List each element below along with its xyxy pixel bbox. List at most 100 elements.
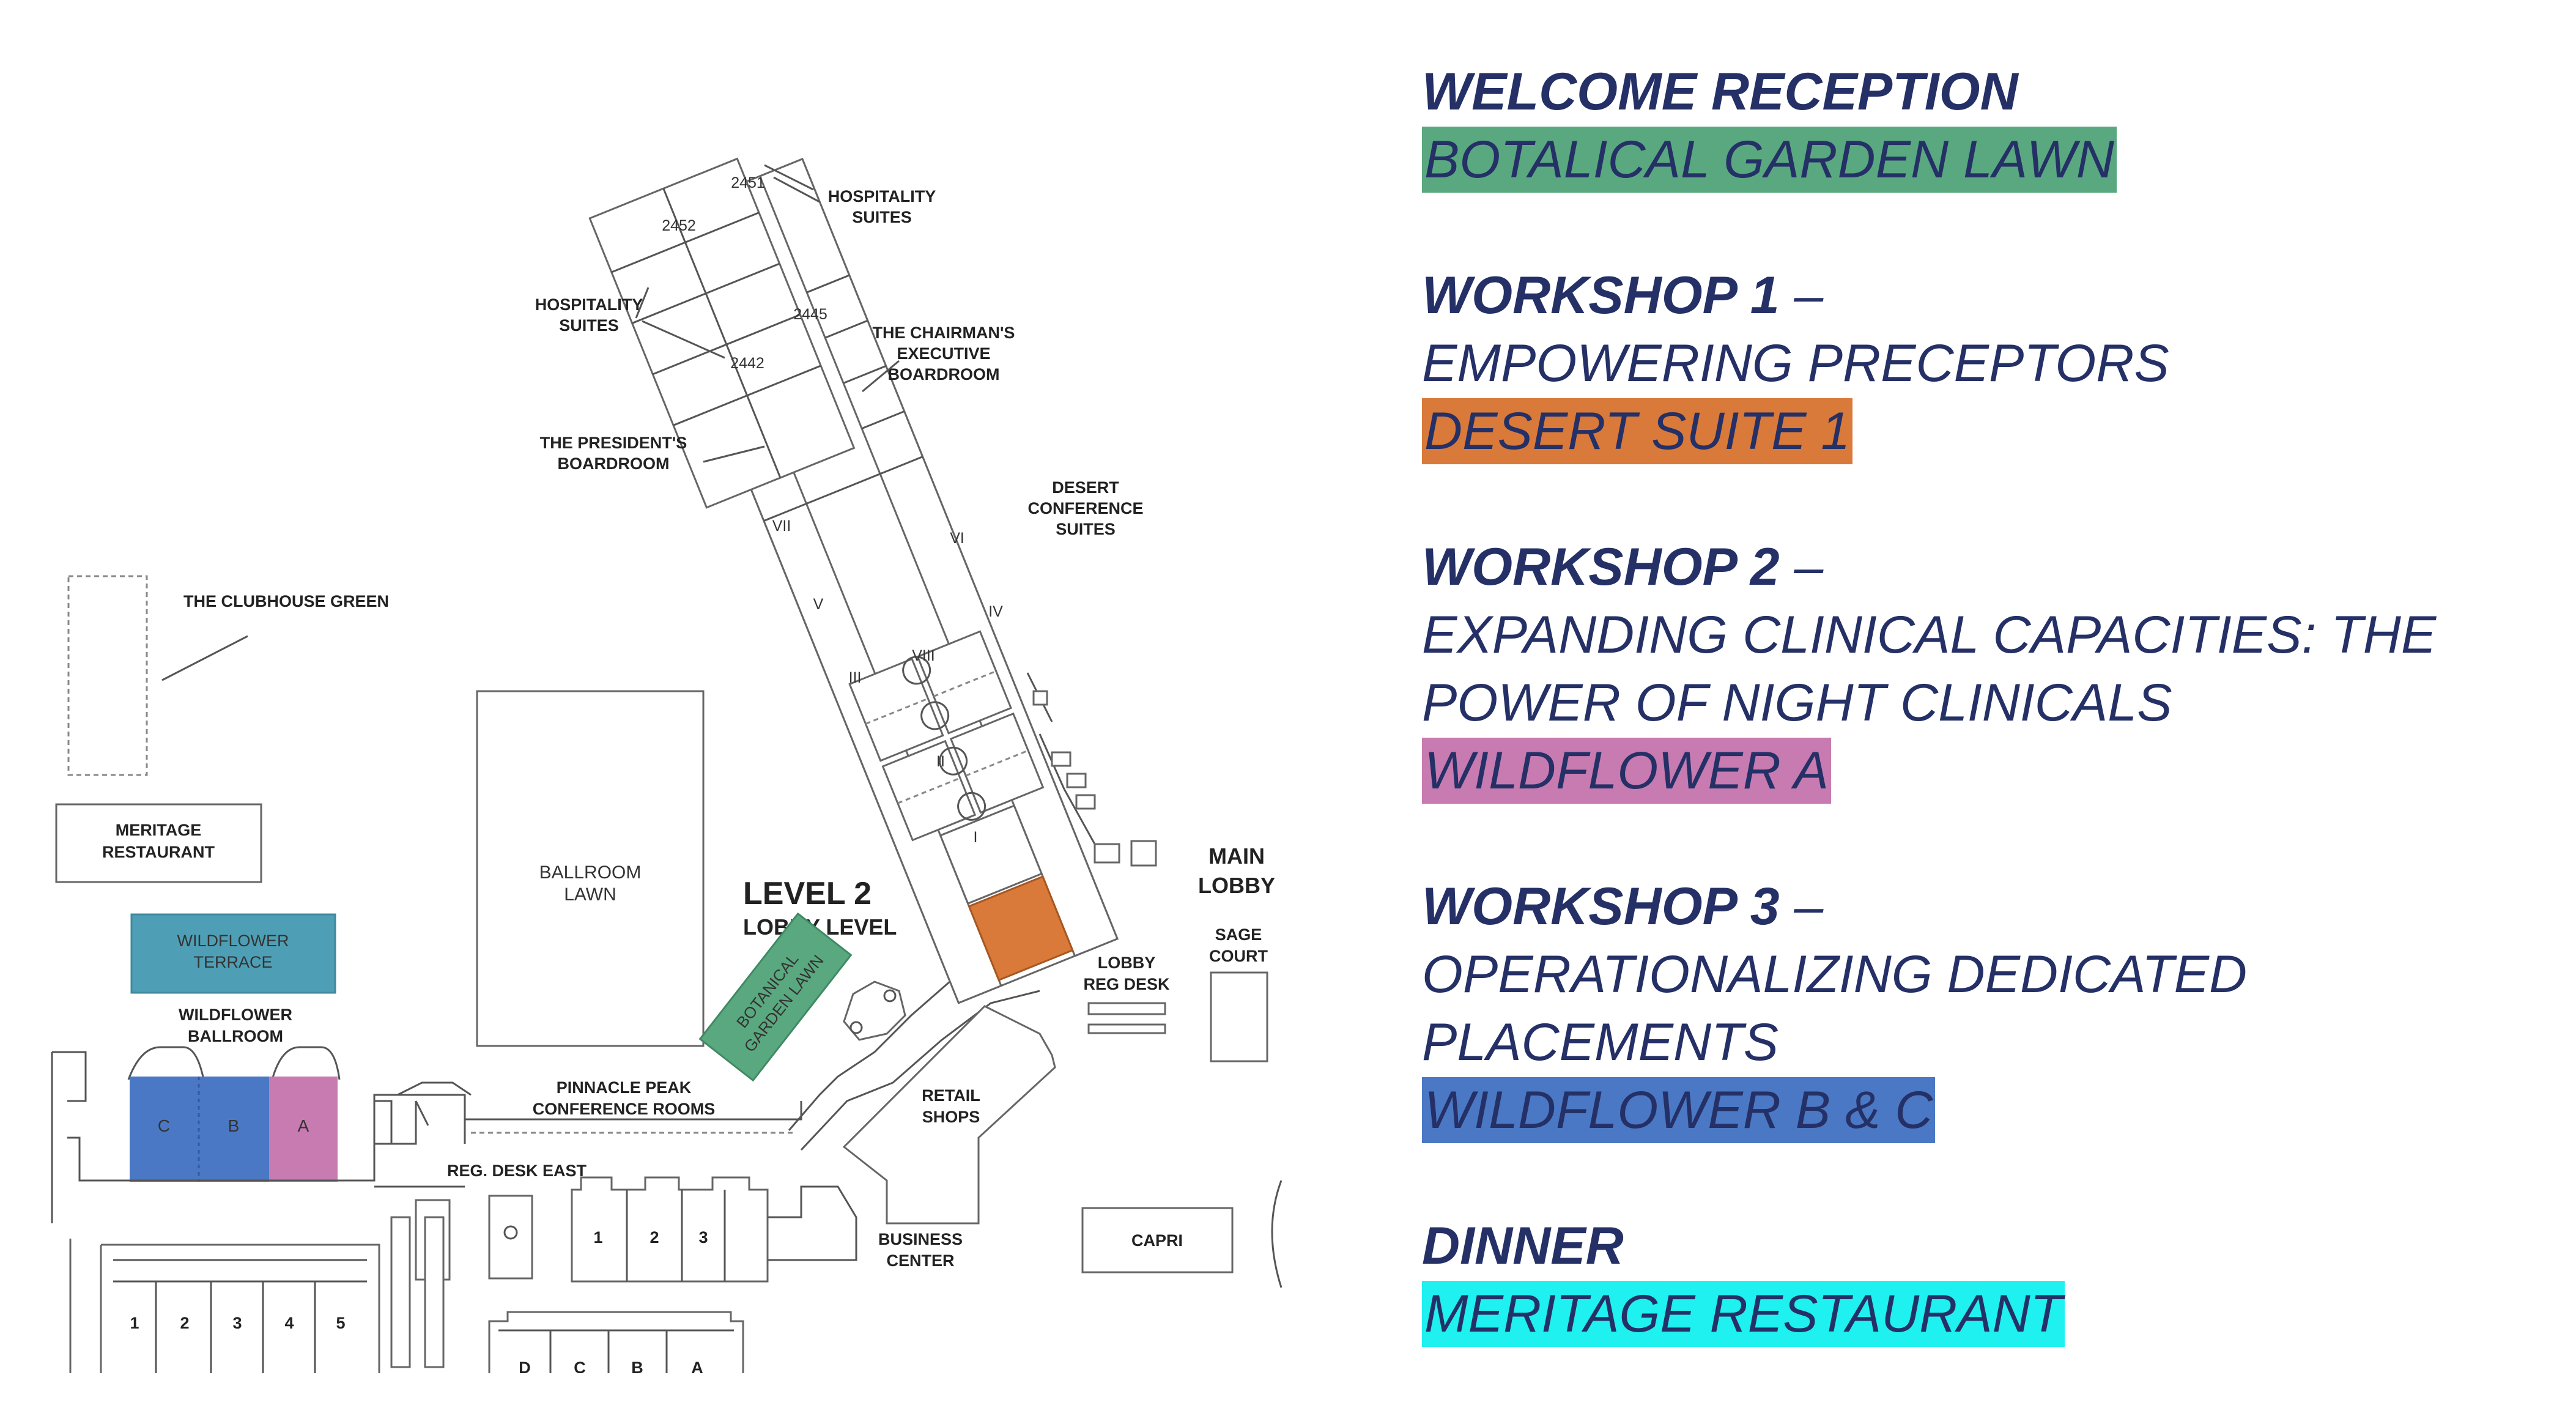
hospitality-left-label-2: SUITES [559,316,619,335]
lower-room-4-label: 4 [284,1314,294,1332]
schedule-item-title-text: WORKSHOP 3 [1422,877,1780,936]
main-lobby-label-2: LOBBY [1198,873,1275,898]
wildflower-room-b-label: B [228,1116,240,1135]
room-2452-label: 2452 [662,217,696,234]
floor-plan-map: THE CLUBHOUSE GREEN MERITAGE RESTAURANT … [51,157,1282,1373]
lower-room-1-label: 1 [130,1314,139,1332]
pinnacle-room-3-label: 3 [698,1228,708,1247]
capri-room [1081,1207,1234,1273]
capri-label: CAPRI [1131,1231,1183,1250]
lobby-reg-desk-label-1: LOBBY [1098,954,1156,972]
business-center-label-2: CENTER [886,1251,954,1270]
schedule-item-title-text: WORKSHOP 1 [1422,266,1780,325]
ballroom-lawn-area [476,690,705,1047]
meritage-label-1: MERITAGE [116,821,202,839]
desert-suites-label-3: SUITES [1056,520,1116,538]
desert-suite-1 [968,875,1074,982]
schedule-item-subtitle: POWER OF NIGHT CLINICALS [1422,673,2172,732]
wildflower-terrace-label-1: WILDFLOWER [177,932,289,950]
retail-shops-label-2: SHOPS [922,1108,980,1126]
wildflower-ballroom-label-1: WILDFLOWER [179,1006,292,1024]
wildflower-room-c-label: C [158,1116,170,1135]
wildflower-room-a [269,1077,338,1182]
bottom-room-b-label: B [631,1359,643,1373]
suite-vi-label: VI [950,530,964,547]
wildflower-terrace-label-2: TERRACE [193,953,272,971]
sage-court-label-1: SAGE [1215,925,1262,944]
wildflower-room-b [199,1077,269,1182]
schedule-item-subtitle: OPERATIONALIZING DEDICATED [1422,945,2248,1004]
bottom-room-d-label: D [519,1359,531,1373]
schedule-item-subtitle: EMPOWERING PRECEPTORS [1422,334,2169,393]
presidents-label-2: BOARDROOM [558,454,670,473]
chairmans-label-2: EXECUTIVE [897,344,990,363]
presidents-label-1: THE PRESIDENT'S [540,434,687,452]
room-2442-label: 2442 [730,355,764,372]
hospitality-right-label-2: SUITES [852,208,912,226]
sage-court-area [1210,971,1268,1062]
pinnacle-room-1-label: 1 [593,1228,602,1247]
schedule-item-location: WILDFLOWER B & C [1422,1077,1936,1143]
chairmans-label-3: BOARDROOM [888,365,1000,384]
hospitality-right-label-1: HOSPITALITY [828,187,936,206]
business-center-label-1: BUSINESS [878,1230,963,1248]
reg-desk-east-label: REG. DESK EAST [447,1162,587,1180]
main-lobby-label-1: MAIN [1208,843,1265,869]
level-title: LEVEL 2 [743,876,872,911]
schedule-item-dash: – [1779,877,1824,936]
wildflower-ballroom-label-2: BALLROOM [188,1027,283,1045]
suite-iii-label: III [849,669,862,686]
wildflower-room-a-label: A [298,1116,309,1135]
room-2445-label: 2445 [793,306,827,323]
bottom-room-a-label: A [691,1359,703,1373]
suite-vii-label: VII [772,517,791,535]
wildflower-terrace-area [130,913,336,994]
bottom-room-c-label: C [574,1359,586,1373]
suite-viii-label: VIII [912,647,935,664]
schedule-item-location: BOTALICAL GARDEN LAWN [1422,127,2117,193]
schedule-item-subtitle: PLACEMENTS [1422,1013,1779,1072]
pinnacle-peak-label-1: PINNACLE PEAK [557,1078,692,1097]
wildflower-room-c [130,1077,199,1182]
clubhouse-green-area [67,575,148,776]
desert-suites-label-1: DESERT [1052,478,1119,497]
pinnacle-peak-label-2: CONFERENCE ROOMS [533,1100,716,1118]
desert-suites-label-2: CONFERENCE [1027,499,1143,517]
lower-room-5-label: 5 [336,1314,345,1332]
schedule-item-dash: – [1779,266,1824,325]
lobby-reg-desk-label-2: REG DESK [1083,975,1170,993]
schedule-item: WORKSHOP 2 –EXPANDING CLINICAL CAPACITIE… [1422,533,2559,805]
schedule-item-location: DESERT SUITE 1 [1422,398,1853,464]
schedule-item-subtitle: EXPANDING CLINICAL CAPACITIES: THE [1422,606,2437,664]
suite-iv-label: IV [988,603,1003,620]
schedule-item-title-text: WORKSHOP 2 [1422,538,1780,596]
schedule-item-title-text: DINNER [1422,1217,1624,1275]
lower-room-2-label: 2 [180,1314,189,1332]
schedule-item-title: WORKSHOP 1 – [1422,262,2559,330]
schedule-item-location: WILDFLOWER A [1422,738,1831,804]
schedule-item-dash: – [1779,538,1824,596]
chairmans-label-1: THE CHAIRMAN'S [873,324,1015,342]
schedule-item-title: DINNER [1422,1212,2559,1280]
ballroom-lawn-label-2: LAWN [564,884,616,905]
clubhouse-green-label: THE CLUBHOUSE GREEN [183,592,389,610]
ballroom-lawn-label-1: BALLROOM [539,862,642,883]
schedule-item-title: WORKSHOP 2 – [1422,533,2559,601]
lower-room-3-label: 3 [232,1314,242,1332]
hospitality-left-label-1: HOSPITALITY [535,295,643,314]
suite-ii-label: II [936,753,945,770]
room-2451-label: 2451 [731,174,765,191]
meritage-label-2: RESTAURANT [102,843,215,861]
schedule-item-title: WORKSHOP 3 – [1422,873,2559,941]
botanical-garden-lawn-area [698,912,853,1082]
sage-court-label-2: COURT [1209,947,1268,965]
suite-i-label: I [974,829,978,846]
retail-shops-label-1: RETAIL [922,1086,980,1105]
meritage-restaurant-area [55,803,262,883]
pinnacle-room-2-label: 2 [650,1228,659,1247]
